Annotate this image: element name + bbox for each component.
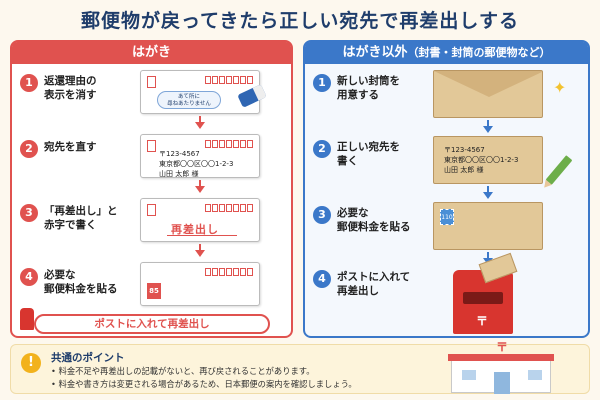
common-points-title: 共通のポイント [51,352,125,364]
step-number: 4 [313,270,331,288]
postcard-step-3: 3 「再差出し」と 赤字で書く [20,204,118,232]
envelope-step-1: 1 新しい封筒を 用意する [313,74,400,102]
step-number: 1 [20,74,38,92]
tip-line-1: • 料金不足や再差出しの記載がないと、再び戻されることがあります。 [51,366,315,376]
arrow-stem [199,116,201,122]
stamp-area [147,204,156,216]
postal-code-boxes [205,76,253,84]
stamp-area [147,76,156,88]
step-number: 2 [20,140,38,158]
step-text: 必要な 郵便料金を貼る [44,269,118,295]
stamp-icon: 85 [147,283,161,299]
postcard-panel: はがき 1 返還理由の 表示を消す あて所に 尋ねあたりません 2 宛先を直す … [10,40,293,338]
envelope-flap [434,71,542,97]
postal-code-boxes [205,140,253,148]
postal-mark-icon: 〒 [476,314,489,328]
pencil-icon [545,155,573,185]
postcard-illustration-1: あて所に 尋ねあたりません [140,70,267,114]
page-title: 郵便物が戻ってきたら正しい宛先で再差出しする [80,10,520,32]
step-number: 3 [20,204,38,222]
underline [167,235,237,236]
post-office-icon: 〒 [448,340,554,394]
postcard-step-2: 2 宛先を直す [20,140,97,158]
arrow-stem [199,244,201,250]
envelope-panel-subtitle: （封書・封筒の郵便物など） [407,46,551,59]
envelope-step-3: 3 必要な 郵便料金を貼る [313,206,411,234]
step-number: 1 [313,74,331,92]
stamp-icon: 110 [440,209,454,225]
step-text: 返還理由の 表示を消す [44,75,97,101]
envelope-panel-title: はがき以外 [342,45,408,60]
door [494,372,510,394]
envelope-step-4: 4 ポストに入れて 再差出し [313,270,410,298]
step-text: 正しい宛先を 書く [337,141,400,167]
step-text: 必要な 郵便料金を貼る [337,207,411,233]
new-envelope-illustration [433,70,543,118]
step-text: 「再差出し」と 赤字で書く [44,205,118,231]
mailbox-slot [463,292,503,304]
eraser-icon [237,84,267,108]
window [528,370,542,380]
down-arrow-icon [195,186,205,193]
return-reason-label: あて所に 尋ねあたりません [157,91,221,109]
mailbox-icon: 〒 [453,270,513,334]
stamped-envelope-illustration: 110 [433,202,543,250]
postcard-illustration-2: 〒123-4567 東京都〇〇区〇〇1-2-3 山田 太郎 様 [140,134,260,178]
arrow-stem [487,120,489,126]
addressed-envelope-illustration: 〒123-4567 東京都〇〇区〇〇1-2-3 山田 太郎 様 [433,136,543,184]
warning-icon: ! [21,353,41,373]
step-number: 2 [313,140,331,158]
post-resend-banner: ポストに入れて再差出し [34,314,270,334]
postal-code-boxes [205,268,253,276]
envelope-panel: はがき以外（封書・封筒の郵便物など） 1 新しい封筒を 用意する ✦ 2 正しい… [303,40,590,338]
postcard-panel-header: はがき [12,42,291,64]
postcard-step-4: 4 必要な 郵便料金を貼る [20,268,118,296]
common-points-box: ! 共通のポイント • 料金不足や再差出しの記載がないと、再び戻されることがあり… [10,340,590,394]
resend-red-text: 再差出し [171,223,219,236]
correct-address: 〒123-4567 東京都〇〇区〇〇1-2-3 山田 太郎 様 [444,146,519,174]
postcard-illustration-3: 再差出し [140,198,260,242]
step-text: 新しい封筒を 用意する [337,75,400,101]
down-arrow-icon [483,192,493,199]
envelope-step-2: 2 正しい宛先を 書く [313,140,400,168]
step-text: ポストに入れて 再差出し [337,271,411,297]
envelope-panel-header: はがき以外（封書・封筒の郵便物など） [305,42,588,64]
arrow-stem [487,186,489,192]
arrow-stem [487,252,489,258]
mailbox-icon [20,308,34,330]
down-arrow-icon [483,126,493,133]
stamp-area [147,140,156,152]
postcard-illustration-4: 85 [140,262,260,306]
down-arrow-icon [195,250,205,257]
postcard-step-1: 1 返還理由の 表示を消す [20,74,97,102]
tip-line-2: • 料金や書き方は変更される場合があるため、日本郵便の案内を確認しましょう。 [51,379,357,389]
down-arrow-icon [195,122,205,129]
corrected-address: 〒123-4567 東京都〇〇区〇〇1-2-3 山田 太郎 様 [159,150,234,178]
step-text: 宛先を直す [44,141,97,153]
post-office-roof [448,354,554,361]
step-number: 3 [313,206,331,224]
window [462,370,476,380]
postal-mark-icon: 〒 [496,340,509,354]
sparkle-icon: ✦ [553,78,567,97]
arrow-stem [199,180,201,186]
step-number: 4 [20,268,38,286]
postal-code-boxes [205,204,253,212]
